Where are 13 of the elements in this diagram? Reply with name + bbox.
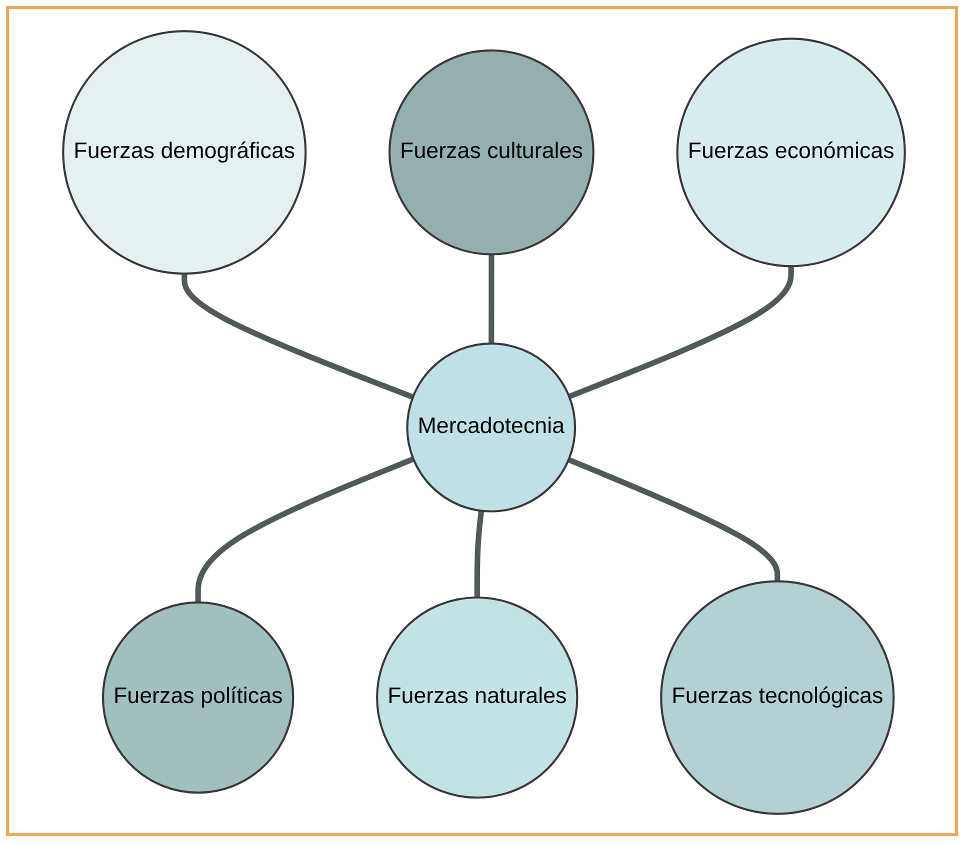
node-circle: Fuerzas tecnológicas xyxy=(660,580,895,815)
connector xyxy=(488,254,494,344)
connector xyxy=(182,274,414,400)
node-circle: Fuerzas demográficas xyxy=(62,30,307,275)
node-circle: Fuerzas políticas xyxy=(102,601,294,794)
node-circle: Fuerzas naturales xyxy=(376,596,578,799)
connector xyxy=(195,456,414,602)
node-circle: Mercadotecnia xyxy=(406,342,576,512)
node-circle: Fuerzas económicas xyxy=(676,38,906,268)
node-circle: Fuerzas culturales xyxy=(388,49,594,256)
connector xyxy=(474,510,484,598)
connector xyxy=(568,457,780,582)
connector xyxy=(568,266,794,400)
